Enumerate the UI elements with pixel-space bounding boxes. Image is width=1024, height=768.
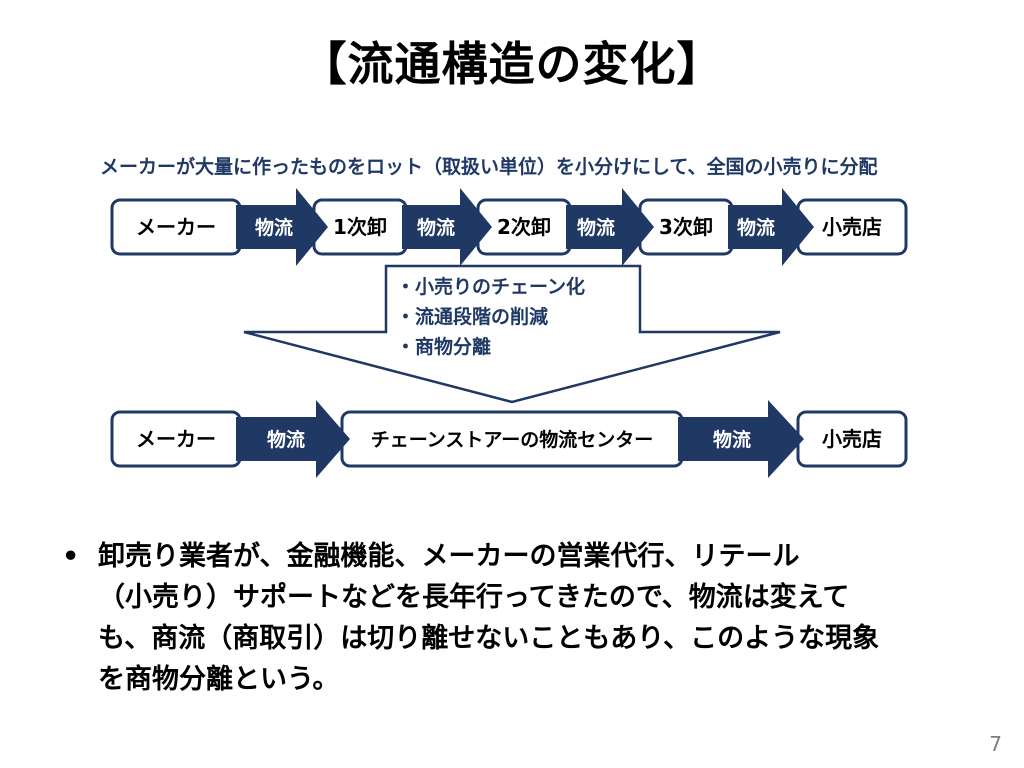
transition-item-separation: ・商物分離 (396, 335, 491, 358)
top-node-retailer: 小売店 (822, 215, 882, 239)
diagram-caption: メーカーが大量に作ったものをロット（取扱い単位）を小分けにして、全国の小売りに分… (100, 156, 878, 178)
top-arrow-4 (728, 188, 814, 266)
top-arrow-1 (236, 188, 328, 266)
bottom-node-maker: メーカー (136, 427, 216, 451)
slide-title: 【流通構造の変化】 (300, 37, 724, 91)
top-arrow-label-1: 物流 (255, 216, 293, 239)
bottom-arrow-2 (678, 400, 804, 478)
bullet-paragraph: • 卸売り業者が、金融機能、メーカーの営業代行、リテール （小売り）サポートなど… (62, 536, 962, 700)
top-node-wholesaler-3: 3次卸 (659, 215, 713, 239)
bottom-node-retailer: 小売店 (822, 427, 882, 451)
transition-item-reduce-stages: ・流通段階の削減 (396, 305, 548, 328)
transition-item-chain: ・小売りのチェーン化 (396, 275, 585, 298)
top-arrow-3 (566, 188, 654, 266)
bottom-arrow-1 (236, 400, 350, 478)
bottom-arrow-label-1: 物流 (267, 428, 305, 451)
top-node-maker: メーカー (136, 215, 216, 239)
top-node-wholesaler-1: 1次卸 (333, 215, 387, 239)
top-arrow-label-2: 物流 (417, 216, 455, 239)
page-number: 7 (989, 732, 1002, 756)
top-arrow-label-3: 物流 (577, 216, 615, 239)
bottom-arrow-label-2: 物流 (713, 428, 751, 451)
bullet-line-2: （小売り）サポートなどを長年行ってきたので、物流は変えて (98, 582, 850, 613)
top-arrow-label-4: 物流 (737, 216, 775, 239)
top-node-wholesaler-2: 2次卸 (497, 215, 551, 239)
bottom-node-distribution-center: チェーンストアーの物流センター (371, 428, 654, 451)
transition-down-arrow (243, 264, 781, 404)
bullet-marker: • (62, 541, 80, 572)
bullet-line-4: を商物分離という。 (98, 664, 340, 695)
bullet-text: 卸売り業者が、金融機能、メーカーの営業代行、リテール （小売り）サポートなどを長… (98, 536, 962, 700)
top-arrow-2 (402, 188, 492, 266)
bullet-line-1: 卸売り業者が、金融機能、メーカーの営業代行、リテール (98, 541, 800, 572)
bullet-line-3: も、商流（商取引）は切り離せないこともあり、このような現象 (98, 623, 880, 654)
